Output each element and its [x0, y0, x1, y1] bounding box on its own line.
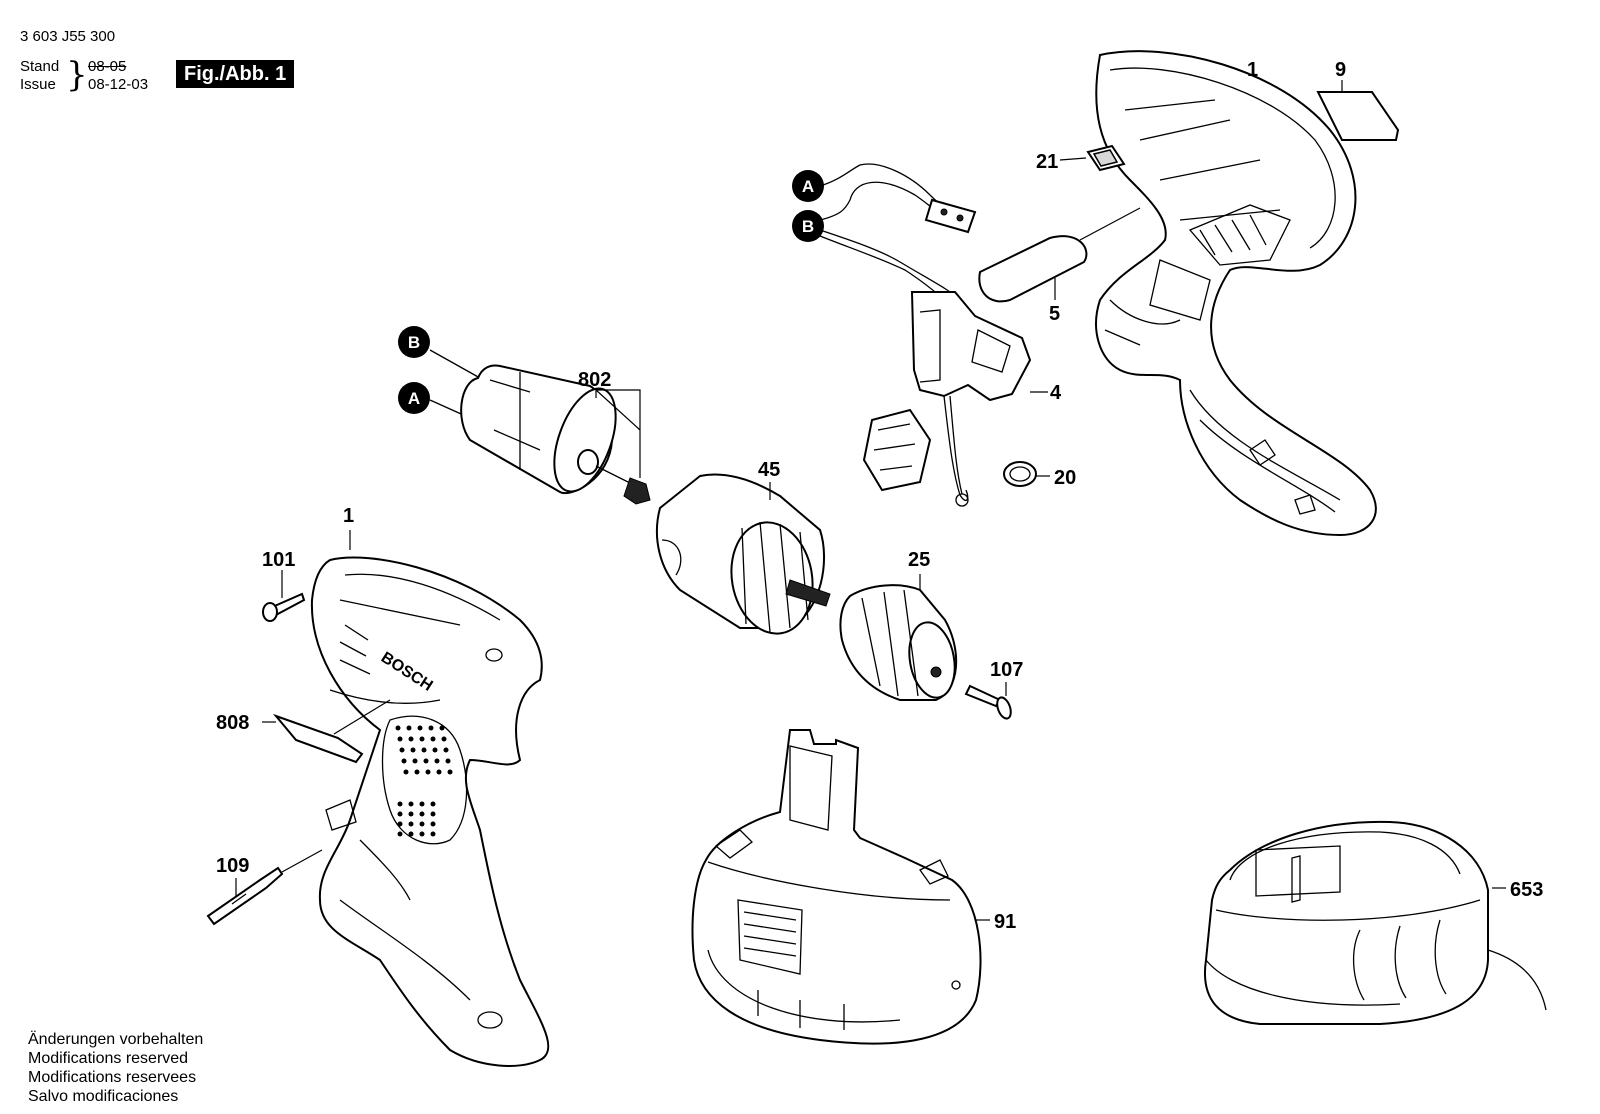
footer-line: Salvo modificaciones: [28, 1088, 179, 1105]
svg-text:A: A: [802, 177, 814, 196]
cover-plate-5: [978, 235, 1088, 303]
connector-a-motor: A: [398, 382, 430, 414]
callout-107: 107: [990, 659, 1023, 681]
callout-4: 4: [1050, 382, 1062, 404]
callout-101: 101: [262, 549, 295, 571]
callout-9: 9: [1335, 59, 1346, 81]
connector-a-top: A: [792, 170, 824, 202]
svg-text:B: B: [408, 333, 420, 352]
footer-line: Änderungen vorbehalten: [28, 1031, 204, 1048]
switch-21: [1086, 144, 1126, 172]
callout-1-left: 1: [343, 505, 354, 527]
old-date: 08-05: [88, 58, 127, 75]
grip-dots: [395, 725, 453, 837]
callout-5: 5: [1049, 303, 1060, 325]
connector-b-motor: B: [398, 326, 430, 358]
trigger-switch-4: [862, 291, 1032, 507]
callout-91: 91: [994, 911, 1016, 933]
gearbox-45: [656, 473, 831, 635]
battery-91: [691, 729, 982, 1045]
connector-b-top: B: [792, 210, 824, 242]
callout-45: 45: [758, 459, 780, 481]
part-number: 3 603 J55 300: [20, 28, 116, 45]
footer-line: Modifications reserved: [28, 1050, 189, 1067]
svg-text:A: A: [408, 389, 420, 408]
label-plate-9: [1316, 91, 1400, 141]
screw-107: [964, 684, 1012, 720]
wiring-harness: [819, 163, 977, 311]
footer-notes: Änderungen vorbehalten Modifications res…: [28, 1030, 203, 1106]
label-plate-808: [272, 713, 364, 764]
callout-808: 808: [216, 712, 249, 734]
cap-20: [1003, 461, 1037, 487]
brace-icon: }: [66, 55, 88, 95]
housing-left-half: [310, 556, 550, 1067]
callout-653: 653: [1510, 879, 1543, 901]
charger-653: [1204, 820, 1547, 1025]
screw-101: [262, 592, 306, 622]
figure-badge: Fig./Abb. 1: [176, 60, 295, 88]
footer-line: Modifications reservees: [28, 1069, 197, 1086]
callout-25: 25: [908, 549, 930, 571]
bit-109: [206, 866, 284, 926]
callout-802: 802: [578, 369, 611, 391]
callout-1-top: 1: [1247, 59, 1258, 81]
motor-802: [429, 349, 651, 505]
housing-right-half: [1095, 50, 1377, 537]
issue-date: 08-12-03: [88, 76, 149, 93]
svg-text:B: B: [802, 217, 814, 236]
chuck-25: [839, 584, 958, 701]
callout-21: 21: [1036, 151, 1058, 173]
stand-label: Stand: [20, 58, 60, 75]
issue-label: Issue: [20, 76, 56, 93]
callout-109: 109: [216, 855, 249, 877]
callout-20: 20: [1054, 467, 1076, 489]
